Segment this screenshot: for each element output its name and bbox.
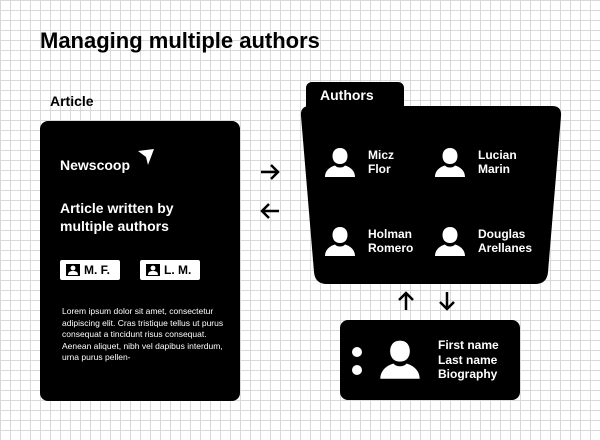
- author-entry: Lucian Marin: [432, 146, 517, 178]
- author-name: Micz Flor: [368, 148, 395, 176]
- article-body-text: Lorem ipsum dolor sit amet, consectetur …: [62, 306, 224, 362]
- newscoop-logo-mark: [138, 149, 154, 165]
- authors-tab: Authors: [306, 82, 404, 108]
- arrow-left-icon: [260, 203, 279, 219]
- person-icon: [146, 264, 160, 276]
- arrow-up-icon: [398, 291, 414, 310]
- author-pill: M. F.: [60, 260, 120, 280]
- author-pill-label: M. F.: [84, 263, 110, 277]
- arrow-down-icon: [439, 292, 455, 311]
- article-heading: Article written by multiple authors: [60, 200, 174, 234]
- bullet-dot: [352, 365, 362, 375]
- profile-field: Last name: [438, 352, 498, 367]
- person-icon: [66, 264, 80, 276]
- person-icon: [322, 225, 358, 257]
- authors-folder: [300, 106, 562, 284]
- person-icon: [432, 146, 468, 178]
- arrow-right-icon: [261, 164, 280, 180]
- bullet-dot: [352, 347, 362, 357]
- author-name: Lucian Marin: [478, 148, 517, 176]
- author-name: Holman Romero: [368, 227, 414, 255]
- author-entry: Douglas Arellanes: [432, 225, 532, 257]
- article-card: Newscoop Article written by multiple aut…: [40, 121, 240, 401]
- author-name: Douglas Arellanes: [478, 227, 533, 255]
- diagram-title: Managing multiple authors: [40, 28, 320, 53]
- author-pill-label: L. M.: [164, 263, 192, 277]
- author-entry: Micz Flor: [322, 146, 394, 178]
- person-icon: [322, 146, 358, 178]
- authors-label: Authors: [320, 87, 374, 103]
- author-pill: L. M.: [140, 260, 200, 280]
- newscoop-brand: Newscoop: [60, 157, 131, 173]
- profile-field: First name: [438, 338, 499, 352]
- person-icon: [432, 225, 468, 257]
- author-profile-card: First name Last name Biography: [340, 320, 520, 400]
- profile-field: Biography: [438, 367, 498, 381]
- author-entry: Holman Romero: [322, 225, 413, 257]
- profile-fields: First name Last name Biography: [438, 338, 499, 382]
- article-label: Article: [50, 93, 94, 109]
- person-icon: [374, 338, 426, 380]
